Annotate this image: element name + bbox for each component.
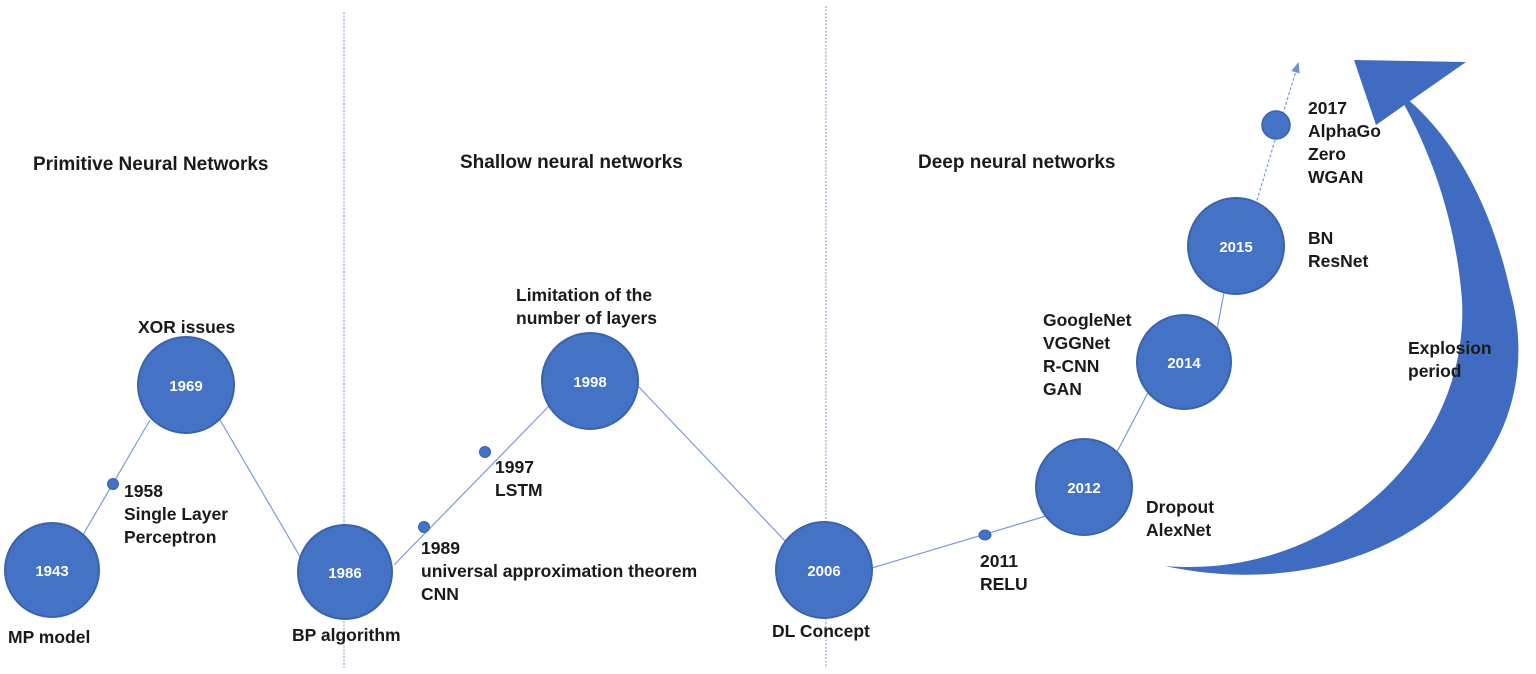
timeline-segment xyxy=(393,402,553,566)
label-2017: 2017 AlphaGo Zero WGAN xyxy=(1308,98,1386,187)
milestone-dot-1989 xyxy=(418,521,430,533)
label-2011: 2011 RELU xyxy=(980,551,1028,594)
milestone-dot-2017 xyxy=(1261,110,1291,140)
era-title-shallow: Shallow neural networks xyxy=(460,152,683,173)
timeline-segment xyxy=(871,515,1047,569)
milestone-node-1969: 1969 xyxy=(137,336,235,434)
milestone-node-1998: 1998 xyxy=(541,332,639,430)
label-2012: Dropout AlexNet xyxy=(1146,497,1219,540)
svg-text:2015: 2015 xyxy=(1219,239,1252,256)
svg-text:2006: 2006 xyxy=(807,563,840,580)
svg-text:1986: 1986 xyxy=(328,565,361,582)
label-1969: XOR issues xyxy=(138,317,236,337)
label-1986: BP algorithm xyxy=(292,625,401,645)
explosion-period-label: Explosion period xyxy=(1408,338,1497,381)
svg-text:2012: 2012 xyxy=(1067,480,1100,497)
milestone-node-2012: 2012 xyxy=(1035,438,1133,536)
timeline-segment xyxy=(1116,384,1153,453)
label-2006: DL Concept xyxy=(772,621,870,641)
label-1998: Limitation of the number of layers xyxy=(516,285,657,328)
svg-text:1943: 1943 xyxy=(35,563,68,580)
explosion-arrow xyxy=(1165,60,1519,575)
timeline-path xyxy=(79,61,1300,569)
explosion-arrow-shaft xyxy=(1165,90,1519,575)
label-1943: MP model xyxy=(8,627,90,647)
explosion-arrow-head xyxy=(1354,60,1466,125)
milestone-node-2014: 2014 xyxy=(1136,314,1232,410)
era-title-primitive: Primitive Neural Networks xyxy=(33,154,268,175)
svg-text:2014: 2014 xyxy=(1167,355,1201,372)
milestone-node-2015: 2015 xyxy=(1187,197,1285,295)
milestone-dot-1958 xyxy=(107,478,119,490)
label-1958: 1958 Single Layer Perceptron xyxy=(124,481,233,547)
milestone-dot-1997 xyxy=(479,446,491,458)
svg-text:1998: 1998 xyxy=(573,374,606,391)
era-title-deep: Deep neural networks xyxy=(918,152,1115,173)
milestone-node-2006: 2006 xyxy=(775,521,873,619)
label-1989: 1989 universal approximation theorem CNN xyxy=(421,538,702,604)
label-1997: 1997 LSTM xyxy=(495,457,543,500)
milestone-node-1986: 1986 xyxy=(297,524,393,620)
svg-text:1969: 1969 xyxy=(169,378,202,395)
label-2015: BN ResNet xyxy=(1308,228,1368,271)
timeline-segment xyxy=(637,385,787,543)
timeline-segment xyxy=(219,419,303,561)
label-2014: GoogleNet VGGNet R-CNN GAN xyxy=(1043,310,1136,399)
milestone-dot-2011 xyxy=(978,529,992,541)
milestone-node-1943: 1943 xyxy=(4,522,100,618)
